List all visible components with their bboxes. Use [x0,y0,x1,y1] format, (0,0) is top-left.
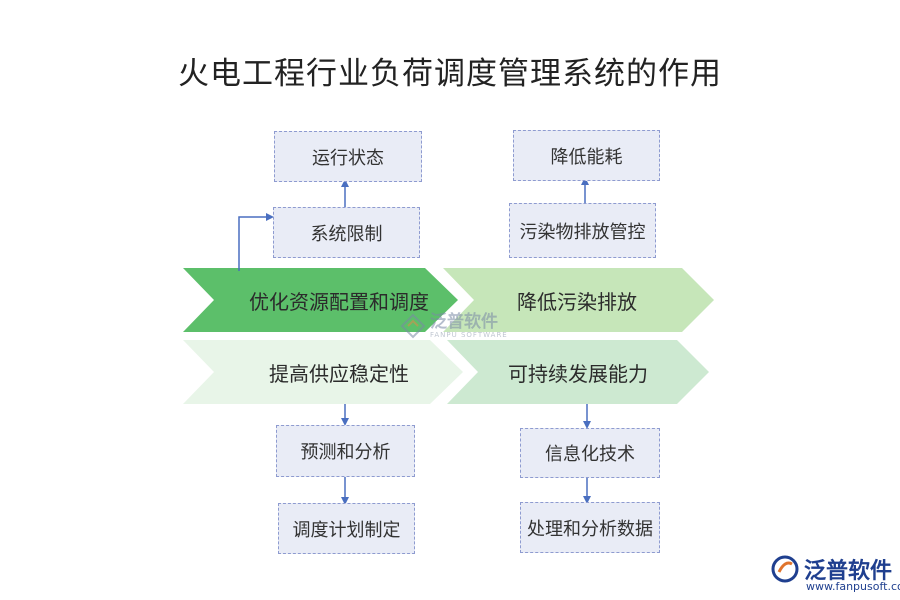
box-forecast-analysis: 预测和分析 [276,425,415,477]
label-sustainable: 可持续发展能力 [508,361,648,386]
box-system-limit: 系统限制 [273,207,420,258]
chevron-optimize [183,268,458,332]
fanpu-brand-icon [771,555,799,583]
watermark-center: 泛普软件 FANPU SOFTWARE [400,313,508,339]
page-title: 火电工程行业负荷调度管理系统的作用 [178,56,722,92]
arrow-optimize-to-limit [238,213,274,271]
fanpu-logo-icon [400,313,426,339]
watermark-brand: 泛普软件 [430,312,498,332]
box-run-status: 运行状态 [274,131,422,182]
watermark-sub: FANPU SOFTWARE [430,330,508,339]
chevron-sustainable [447,340,709,404]
brand-logo: 泛普软件 www.fanpusoft.com [770,553,900,593]
box-pollutant-control: 污染物排放管控 [509,203,656,258]
label-optimize: 优化资源配置和调度 [249,289,429,314]
chevron-reduce-pollution [443,268,714,332]
box-reduce-energy: 降低能耗 [513,130,660,181]
box-schedule-plan: 调度计划制定 [278,503,415,554]
label-reduce-pollution: 降低污染排放 [517,289,637,314]
label-stability: 提高供应稳定性 [269,361,409,386]
box-process-data: 处理和分析数据 [520,502,660,553]
brand-name: 泛普软件 [804,559,893,584]
brand-url: www.fanpusoft.com [806,580,900,593]
box-info-tech: 信息化技术 [520,428,660,478]
chevron-stability [183,340,463,404]
